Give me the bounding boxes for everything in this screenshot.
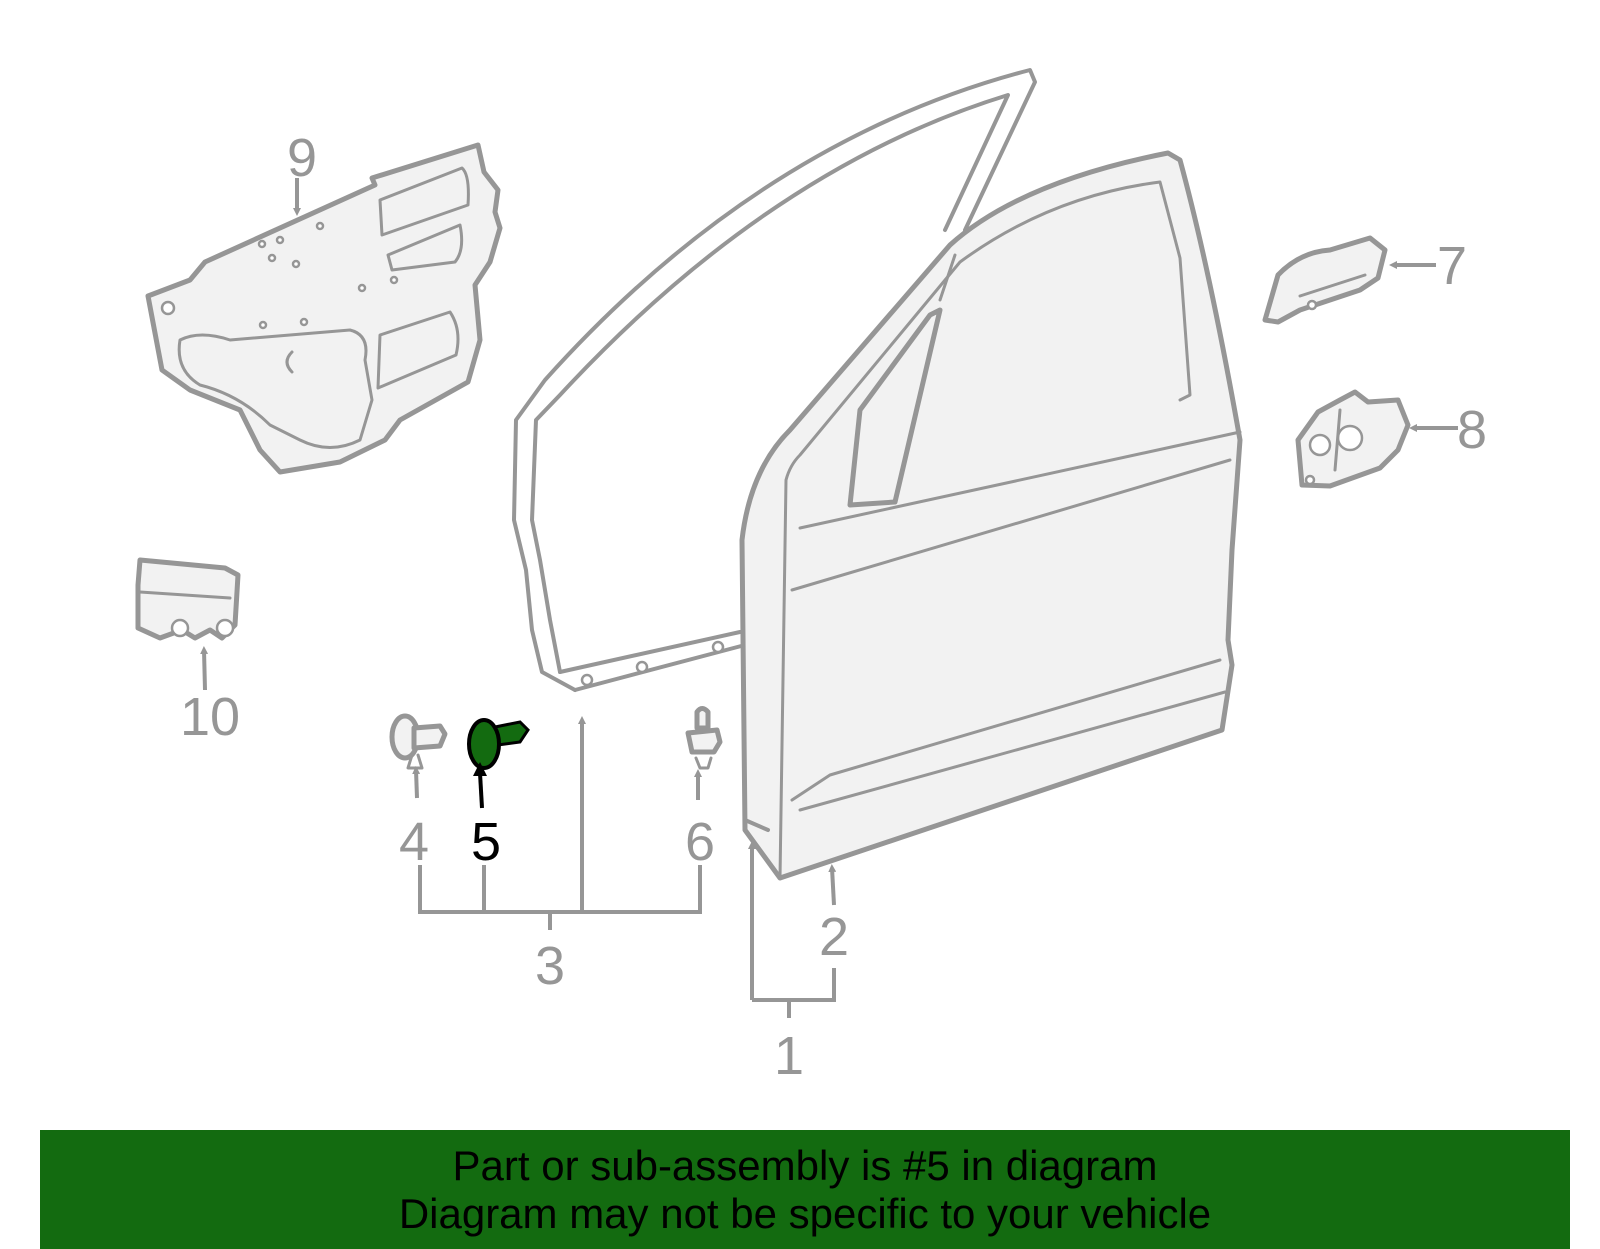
banner-line-1: Part or sub-assembly is #5 in diagram — [452, 1142, 1158, 1189]
leader-10 — [200, 646, 209, 691]
callout-8: 8 — [1457, 400, 1487, 460]
callout-10: 10 — [180, 687, 240, 747]
part-7-outside-handle[interactable] — [1262, 235, 1388, 325]
callout-2: 2 — [819, 907, 849, 967]
parts-diagram: 9 7 8 10 4 5 6 3 2 1 — [135, 68, 1487, 1086]
part-6-clip[interactable] — [685, 706, 723, 770]
part-2-door-shell[interactable] — [739, 150, 1243, 881]
part-10-door-hinge[interactable] — [135, 557, 241, 641]
bracket-1 — [752, 968, 836, 1002]
banner-line-2: Diagram may not be specific to your vehi… — [398, 1190, 1212, 1237]
callout-3: 3 — [535, 936, 565, 996]
leader-4 — [412, 766, 421, 799]
leader-2 — [828, 864, 837, 906]
callout-4: 4 — [399, 812, 429, 872]
leader-5 — [478, 772, 484, 809]
bracket-3 — [418, 865, 702, 914]
info-banner: Part or sub-assembly is #5 in diagram Di… — [40, 1130, 1570, 1249]
part-4-clip[interactable] — [389, 713, 448, 770]
callout-9: 9 — [287, 128, 317, 188]
part-5-clip-highlighted[interactable] — [467, 718, 530, 770]
part-9-door-trim-panel[interactable] — [145, 142, 503, 475]
part-8-lock-assembly[interactable] — [1295, 389, 1411, 489]
callout-7: 7 — [1437, 236, 1467, 296]
part-3-door-weatherstrip[interactable] — [512, 68, 1037, 692]
callout-6: 6 — [685, 812, 715, 872]
callout-5: 5 — [471, 812, 501, 872]
callout-1: 1 — [774, 1026, 804, 1086]
leader-5-arrowhead — [473, 762, 487, 776]
